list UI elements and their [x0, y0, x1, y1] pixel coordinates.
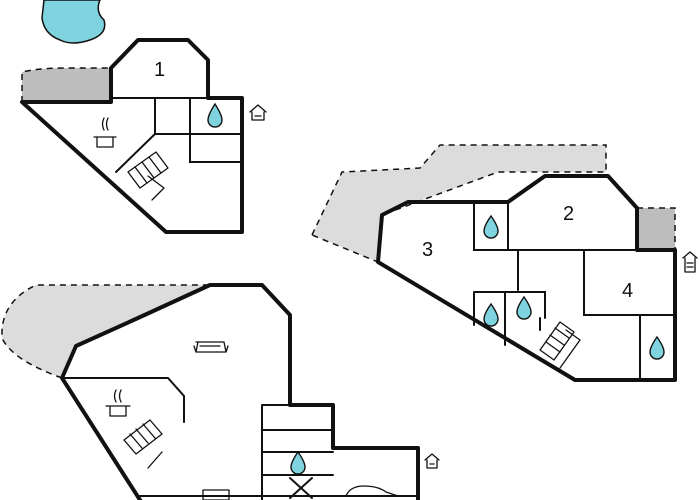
water-drop-icon [483, 302, 499, 327]
stairs-icon [123, 419, 163, 469]
water-drop-icon [290, 450, 306, 475]
room-1-label: 1 [154, 59, 165, 81]
unit-1-outline [20, 38, 244, 234]
unit-2-outline [376, 174, 677, 382]
car-icon [345, 485, 399, 497]
stairs-icon [539, 321, 581, 369]
cooking-pot-icon [105, 389, 131, 417]
stairs-icon [127, 151, 169, 201]
terrace-unit-1 [22, 68, 111, 102]
room-4-label: 4 [622, 280, 633, 302]
house-entrance-icon [682, 251, 698, 273]
water-drop-icon [649, 335, 665, 360]
house-entrance-icon [424, 453, 440, 469]
appliance-icon [202, 489, 230, 500]
bottom-unit-outline [60, 283, 420, 500]
room-3-label: 3 [422, 239, 433, 261]
cooking-pot-icon [93, 117, 117, 148]
room-2-label: 2 [563, 203, 574, 225]
terrace-unit-2 [310, 144, 607, 264]
pool [41, 0, 106, 44]
water-drop-icon [516, 295, 532, 320]
water-drop-icon [207, 102, 223, 128]
water-drop-icon [483, 214, 499, 239]
house-entrance-icon [249, 104, 267, 121]
sofa-icon [193, 341, 229, 353]
